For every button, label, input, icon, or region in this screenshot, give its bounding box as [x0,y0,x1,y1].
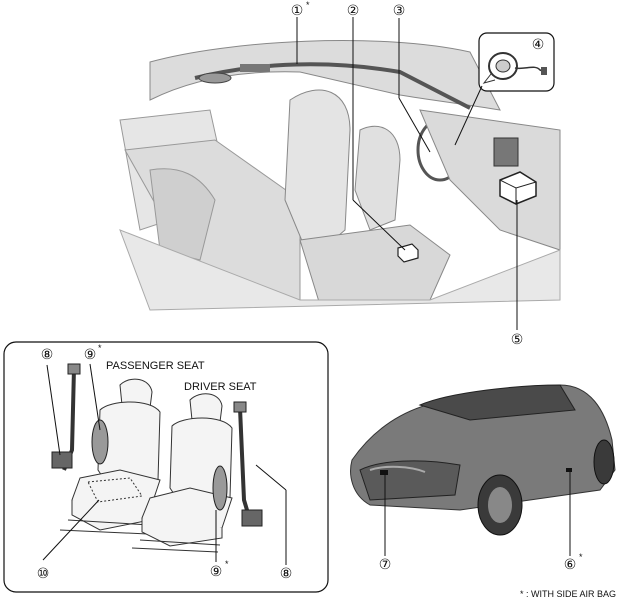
callout-1-asterisk: * [306,0,310,10]
callout-6-asterisk: * [579,552,583,562]
callout-4: ④ [532,37,545,53]
callout-3: ③ [393,3,406,19]
driver-seat-illustration [131,393,233,553]
callout-9-passenger: ⑨ [84,347,97,363]
callout-9-passenger-asterisk: * [98,343,102,353]
callout-5: ⑤ [511,332,524,348]
callout-numbers: ① * ② ③ ④ ⑤ ⑧ ⑨ * ⑩ ⑨ * ⑧ ⑦ ⑥ * [37,0,583,582]
vehicle-interior-illustration [119,40,561,311]
vehicle-exterior-illustration [350,384,616,556]
seat-leader-lines [42,363,287,565]
callout-9-driver-asterisk: * [225,559,229,569]
seat-inset [3,341,329,593]
interior-leader-lines [296,17,518,330]
callout-2: ② [347,3,360,19]
callout-7: ⑦ [379,557,392,573]
callout-8-passenger: ⑧ [41,347,54,363]
clock-spring-inset [454,32,555,146]
callout-1: ① [291,3,304,19]
passenger-seat-illustration [59,378,161,535]
driver-seat-label: DRIVER SEAT [184,381,257,393]
callout-8-driver: ⑧ [280,566,293,582]
callout-9-driver: ⑨ [210,564,223,580]
passenger-seat-label: PASSENGER SEAT [106,360,205,372]
footnote: * : WITH SIDE AIR BAG [520,589,616,599]
callout-6: ⑥ [564,557,577,573]
callout-10: ⑩ [37,566,50,582]
